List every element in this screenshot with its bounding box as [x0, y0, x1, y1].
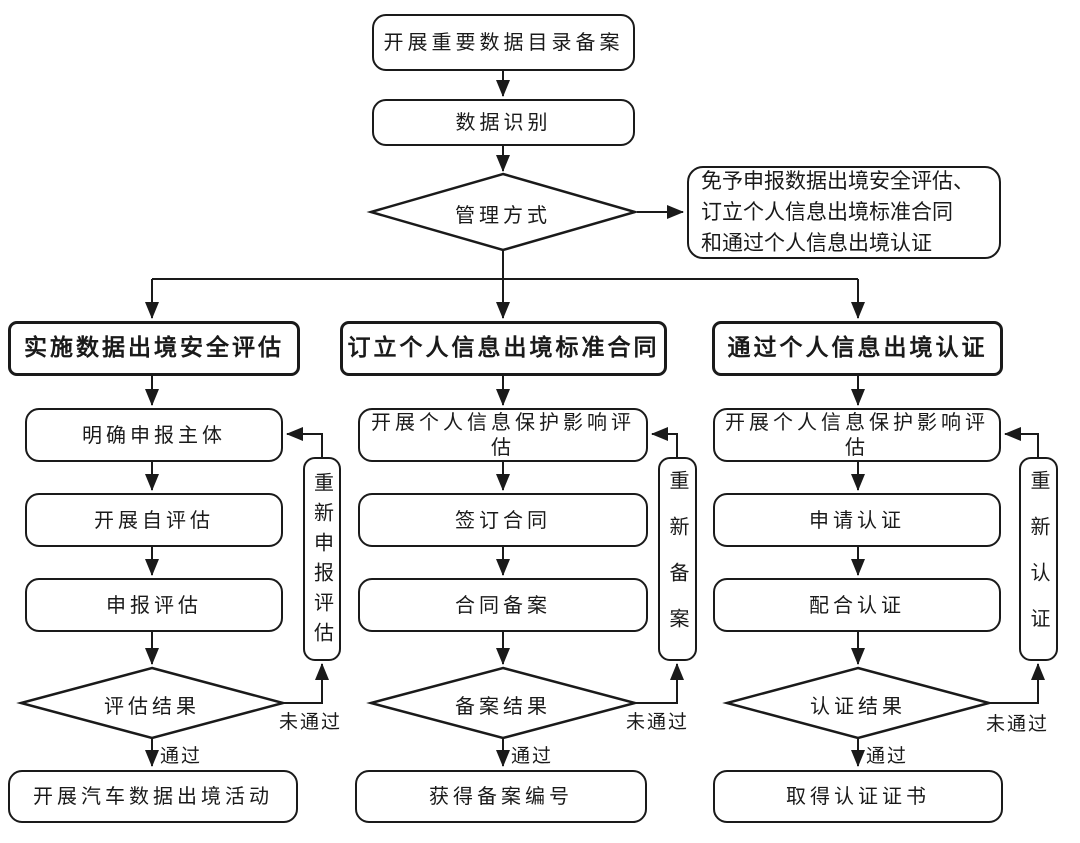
col1-redo-box: 重新申报评估: [303, 457, 341, 661]
col2-edge-label-pass: 通过: [511, 745, 554, 767]
col2-redo-box: 重新备案: [658, 457, 697, 661]
col1-step-file-assessment: 申报评估: [25, 578, 283, 632]
col3-result: 取得认证证书: [713, 770, 1003, 823]
edge-c3-redo-return: [1004, 427, 1039, 457]
col2-step-file-contract: 合同备案: [358, 578, 648, 632]
col1-step-self-assessment: 开展自评估: [25, 493, 283, 547]
col3-step-cooperate-certification: 配合认证: [713, 578, 1001, 632]
col3-header: 通过个人信息出境认证: [712, 321, 1003, 376]
flow-node-data-identify: 数据识别: [372, 99, 635, 146]
col1-header: 实施数据出境安全评估: [8, 321, 300, 376]
flow-node-exemption-note: 免予申报数据出境安全评估、 订立个人信息出境标准合同 和通过个人信息出境认证: [687, 166, 1001, 259]
col2-edge-label-fail: 未通过: [626, 711, 690, 733]
col2-decision-label: 备案结果: [455, 694, 551, 718]
edge-c2-fail-loop: [635, 663, 684, 704]
col2-step-sign-contract: 签订合同: [358, 493, 648, 547]
col2-result: 获得备案编号: [355, 770, 647, 823]
edge-c1-fail-loop: [283, 663, 329, 704]
col1-result: 开展汽车数据出境活动: [8, 770, 298, 823]
col3-edge-label-pass: 通过: [866, 745, 909, 767]
decision-label-management-mode: 管理方式: [455, 203, 551, 227]
col2-header: 订立个人信息出境标准合同: [340, 321, 667, 376]
col3-step-apply-certification: 申请认证: [713, 493, 1001, 547]
col3-decision-label: 认证结果: [810, 694, 906, 718]
col3-edge-label-fail: 未通过: [986, 713, 1050, 735]
col2-step-pia: 开展个人信息保护影响评估: [358, 408, 648, 462]
edge-c1-redo-return: [286, 427, 323, 457]
col1-decision-label: 评估结果: [104, 694, 200, 718]
col1-step-declare-subject: 明确申报主体: [25, 408, 283, 462]
col3-step-pia: 开展个人信息保护影响评估: [713, 408, 1001, 462]
col1-edge-label-pass: 通过: [160, 745, 203, 767]
flow-node-start: 开展重要数据目录备案: [372, 14, 635, 71]
col3-redo-box: 重新认证: [1019, 457, 1058, 661]
col1-edge-label-fail: 未通过: [279, 711, 343, 733]
edge-c3-fail-loop: [989, 663, 1045, 704]
edge-c2-redo-return: [651, 427, 678, 457]
